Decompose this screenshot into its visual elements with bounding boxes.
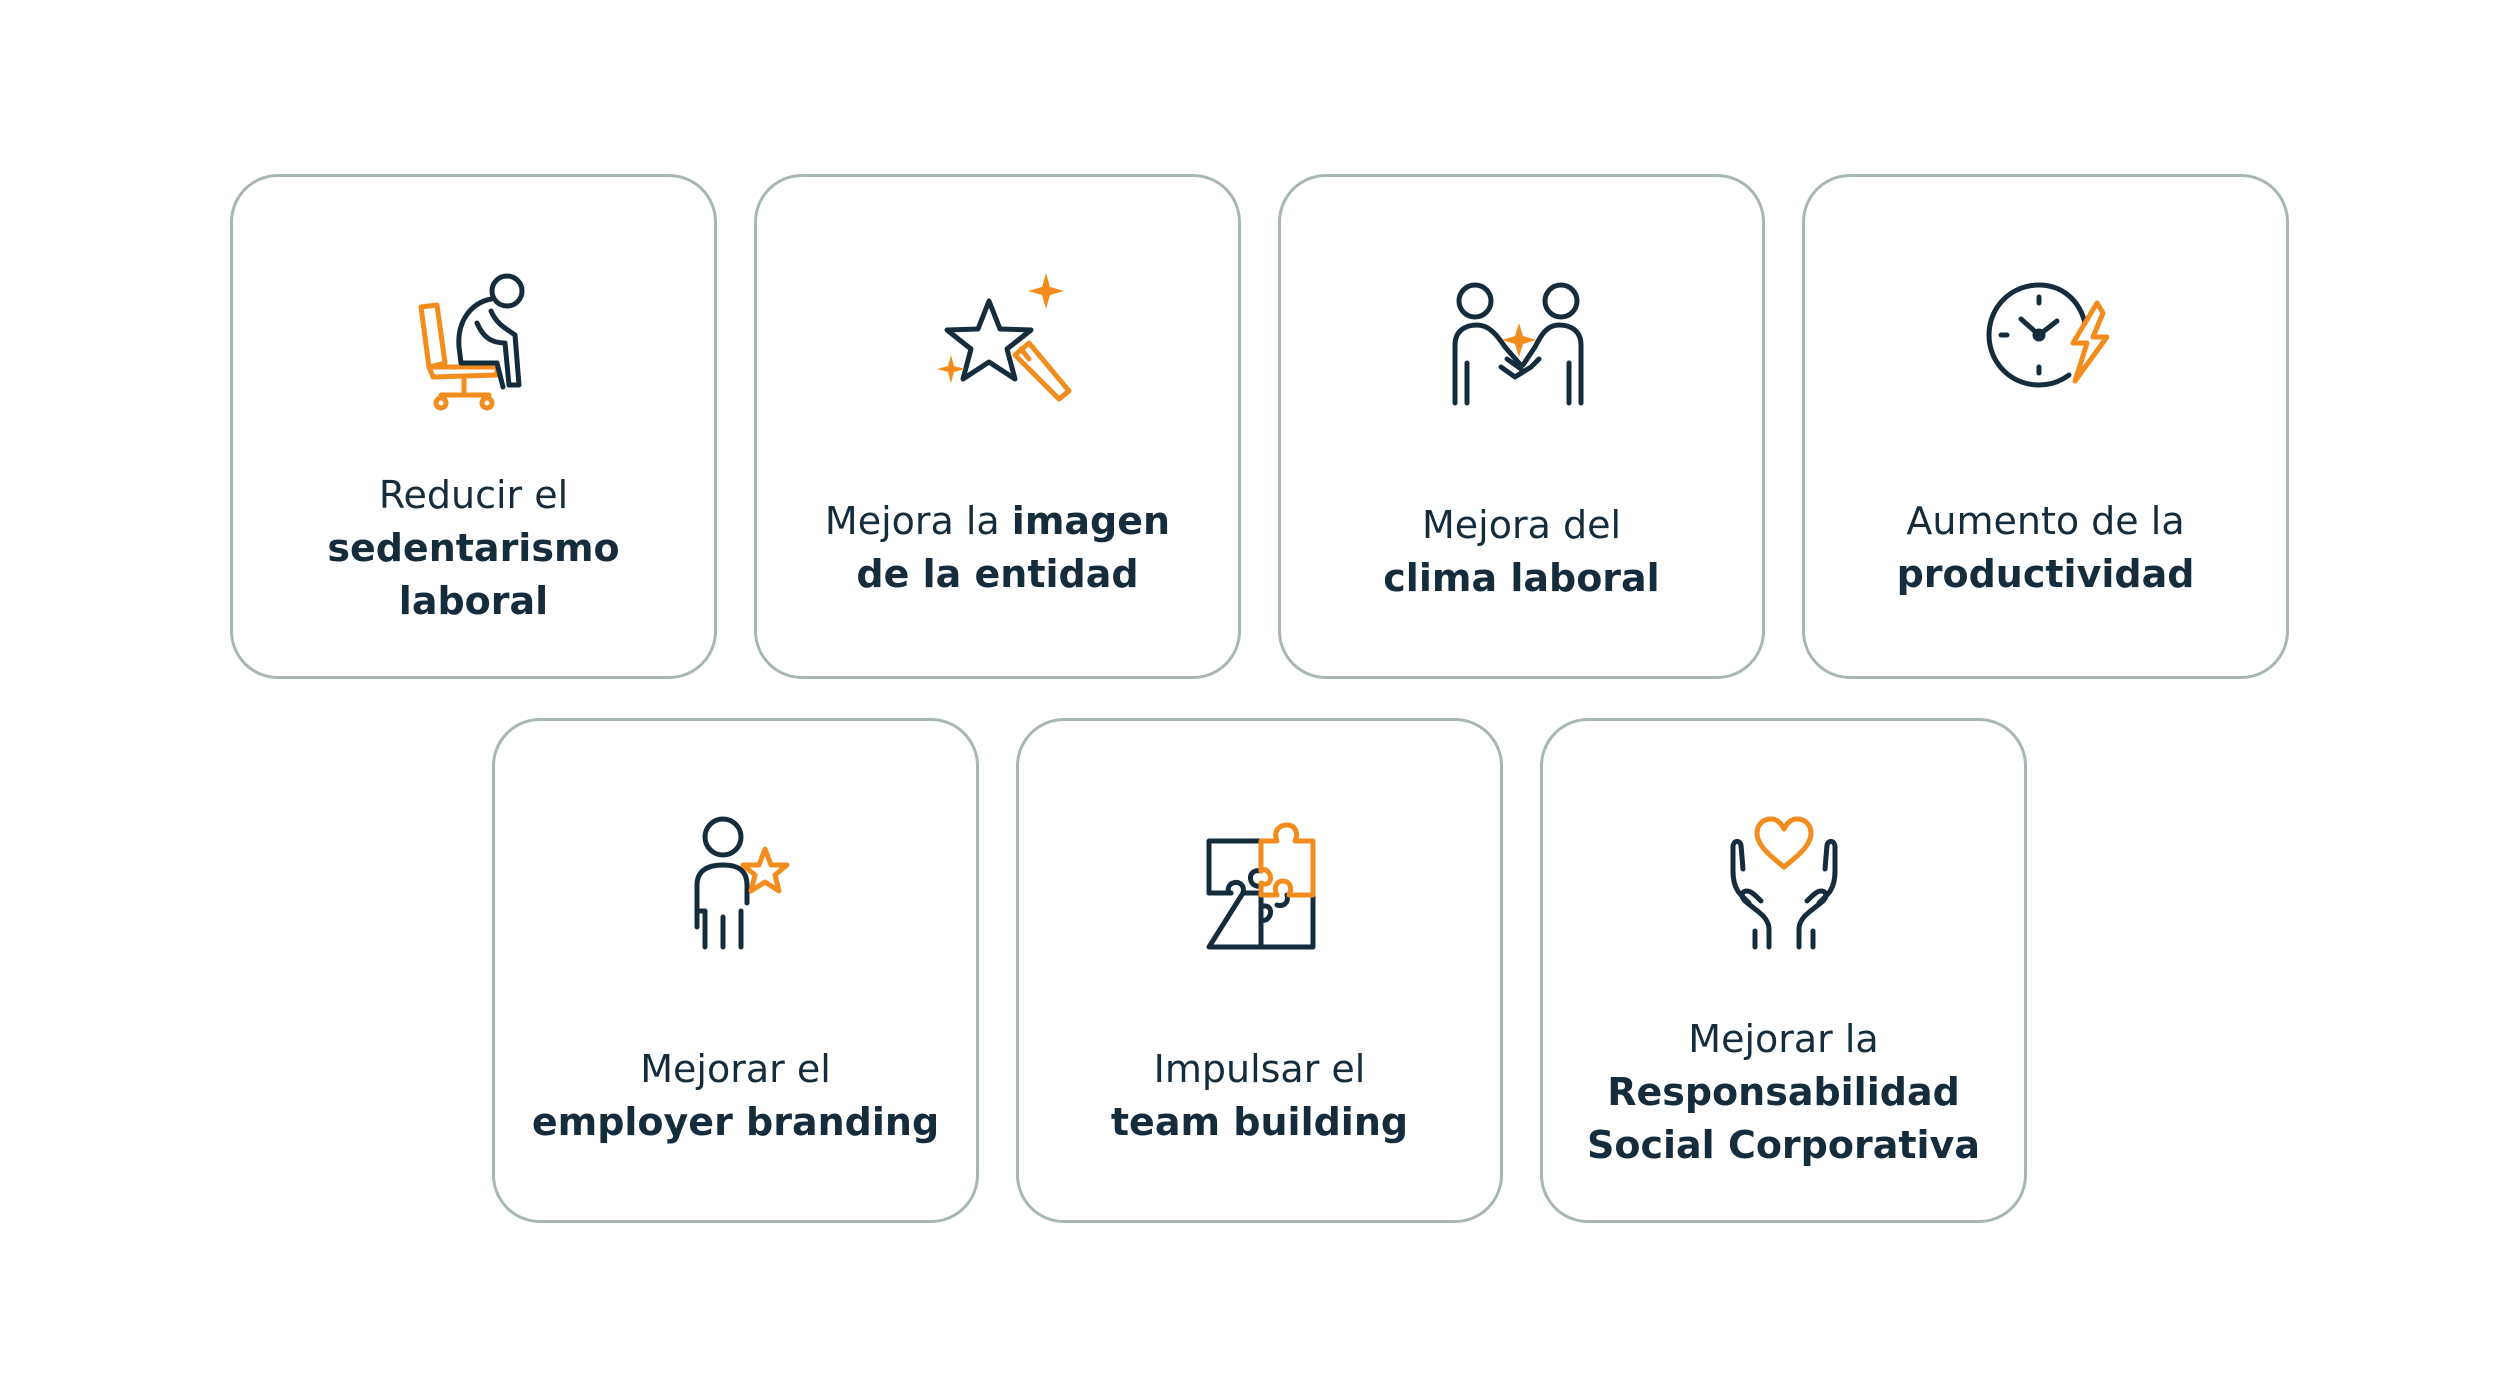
benefit-card-rsc: Mejorar la Responsabilidad Social Corpor… <box>1540 718 2027 1223</box>
card-label-line: clima laboral <box>1383 556 1660 600</box>
card-label: Mejora del clima laboral <box>1291 499 1752 605</box>
card-label: Mejorar la Responsabilidad Social Corpor… <box>1553 1013 2014 1172</box>
card-label: Impulsar el team building <box>1029 1043 1490 1149</box>
benefit-card-employer-branding: Mejorar el employer branding <box>492 718 979 1223</box>
card-label-line: Mejora del <box>1421 503 1622 547</box>
card-label: Aumento de la productividad <box>1815 495 2276 601</box>
card-label-line: Impulsar el <box>1153 1047 1366 1091</box>
benefit-card-productividad: Aumento de la productividad <box>1802 174 2289 679</box>
card-label-line: de la entidad <box>856 552 1139 596</box>
card-label: Mejora la imagen de la entidad <box>767 495 1228 601</box>
hands-heart-icon <box>1689 807 1879 957</box>
person-star-icon <box>641 807 831 957</box>
card-label-line: employer branding <box>531 1100 940 1144</box>
card-label-line: Reducir el <box>378 473 569 517</box>
handshake-icon <box>1427 263 1617 413</box>
star-wand-icon <box>903 263 1093 413</box>
card-label-line: sedentarismo <box>327 526 620 570</box>
puzzle-icon <box>1165 807 1355 957</box>
card-label-text: Mejora la <box>824 499 1012 543</box>
benefit-card-team-building: Impulsar el team building <box>1016 718 1503 1223</box>
clock-lightning-icon <box>1951 263 2141 413</box>
benefit-card-imagen: Mejora la imagen de la entidad <box>754 174 1241 679</box>
card-label-text: imagen <box>1011 499 1171 543</box>
card-label-line: team building <box>1110 1100 1409 1144</box>
card-label-line: Social Corporativa <box>1587 1123 1980 1167</box>
benefit-card-clima: Mejora del clima laboral <box>1278 174 1765 679</box>
card-label-line: laboral <box>398 579 549 623</box>
card-label: Reducir el sedentarismo laboral <box>243 469 704 628</box>
benefit-card-sedentarismo: Reducir el sedentarismo laboral <box>230 174 717 679</box>
card-label-line: Mejorar el <box>640 1047 831 1091</box>
card-label-line: Responsabilidad <box>1607 1070 1960 1114</box>
card-label: Mejorar el employer branding <box>505 1043 966 1149</box>
card-label-line: Aumento de la <box>1906 499 2185 543</box>
card-label-line: productividad <box>1896 552 2195 596</box>
card-label-line: Mejora la imagen <box>767 495 1228 548</box>
sitting-person-icon <box>379 263 569 413</box>
card-label-line: Mejorar la <box>1688 1017 1879 1061</box>
